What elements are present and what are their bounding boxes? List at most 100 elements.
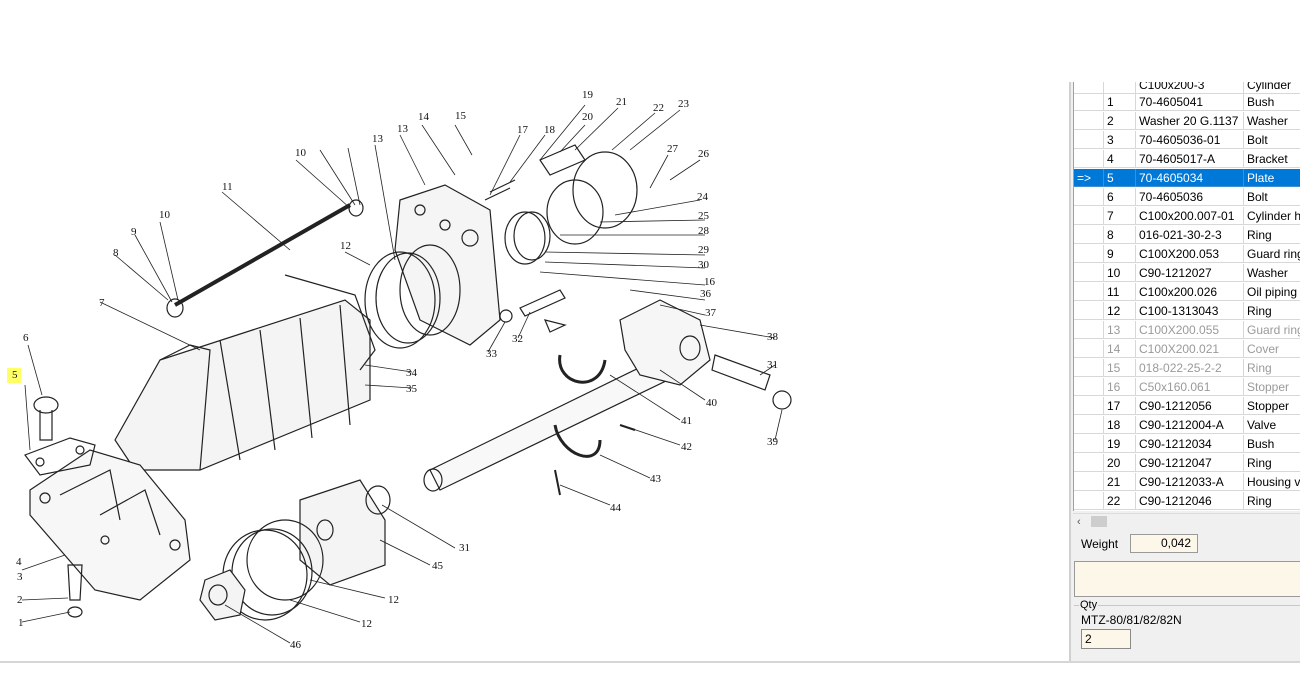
row-number-cell: 12	[1104, 302, 1136, 320]
callout-number[interactable]: 8	[113, 247, 119, 259]
row-code-cell: C90-1212056	[1136, 397, 1244, 415]
row-number-cell: 19	[1104, 435, 1136, 453]
row-marker-cell	[1074, 473, 1104, 491]
callout-number[interactable]: 28	[698, 225, 710, 237]
scroll-thumb[interactable]	[1091, 516, 1107, 527]
callout-number[interactable]: 1	[18, 617, 24, 629]
row-name-cell: Guard ring	[1244, 245, 1300, 263]
callout-number[interactable]: 35	[406, 383, 418, 395]
callout-number[interactable]: 30	[698, 259, 710, 271]
callout-number[interactable]: 4	[16, 556, 22, 568]
row-code-cell: 016-021-30-2-3	[1136, 226, 1244, 244]
callout-number[interactable]: 41	[681, 415, 692, 427]
row-number-cell: 16	[1104, 378, 1136, 396]
callout-number[interactable]: 34	[406, 367, 418, 379]
callout-number[interactable]: 12	[388, 594, 399, 606]
row-name-cell: Ring	[1244, 359, 1300, 377]
row-number-cell: 7	[1104, 207, 1136, 225]
callout-number[interactable]: 11	[222, 181, 233, 193]
callout-number[interactable]: 27	[667, 143, 679, 155]
notes-field[interactable]	[1074, 561, 1300, 597]
row-code-cell: C100x200-3	[1136, 82, 1244, 94]
callout-number[interactable]: 12	[340, 240, 351, 252]
callout-number[interactable]: 25	[698, 210, 710, 222]
callout-number[interactable]: 12	[361, 618, 372, 630]
qty-input[interactable]	[1081, 629, 1131, 649]
callout-number[interactable]: 32	[512, 333, 523, 345]
callout-number[interactable]: 2	[17, 594, 23, 606]
row-code-cell: 70-4605034	[1136, 169, 1244, 187]
callout-number[interactable]: 42	[681, 441, 692, 453]
table-row-partial[interactable]: C100x200-3 Cylinder	[1074, 82, 1300, 95]
row-number-cell: 13	[1104, 321, 1136, 339]
callout-number[interactable]: 3	[17, 571, 23, 583]
callout-number[interactable]: 13	[397, 123, 409, 135]
callout-number[interactable]: 24	[697, 191, 709, 203]
callout-number[interactable]: 43	[650, 473, 662, 485]
callout-number[interactable]: 5	[12, 369, 18, 381]
callout-number[interactable]: 39	[767, 436, 779, 448]
callout-number[interactable]: 21	[616, 96, 627, 108]
row-marker-cell	[1074, 397, 1104, 415]
callout-number[interactable]: 45	[432, 560, 444, 572]
callout-number[interactable]: 37	[705, 307, 717, 319]
callout-number[interactable]: 9	[131, 226, 137, 238]
row-code-cell: C90-1212033-A	[1136, 473, 1244, 491]
callout-number[interactable]: 46	[290, 639, 302, 651]
callout-number[interactable]: 40	[706, 397, 718, 409]
callout-number[interactable]: 18	[544, 124, 556, 136]
row-name-cell: Ring	[1244, 226, 1300, 244]
callout-number[interactable]: 17	[517, 124, 529, 136]
callout-number[interactable]: 14	[418, 111, 430, 123]
scroll-left-icon[interactable]: ‹	[1077, 516, 1081, 528]
callout-number[interactable]: 36	[700, 288, 712, 300]
callout-number[interactable]: 31	[459, 542, 470, 554]
callout-number[interactable]: 16	[704, 276, 716, 288]
callout-number[interactable]: 6	[23, 332, 29, 344]
callout-number[interactable]: 13	[372, 133, 384, 145]
row-name-cell: Housing v	[1244, 473, 1300, 491]
callout-number[interactable]: 33	[486, 348, 498, 360]
row-marker-cell	[1074, 302, 1104, 320]
callout-number[interactable]: 31	[767, 359, 778, 371]
callout-number[interactable]: 7	[99, 297, 105, 309]
callout-number[interactable]: 19	[582, 89, 594, 101]
callout-number[interactable]: 10	[295, 147, 307, 159]
callout-number[interactable]: 44	[610, 502, 622, 514]
callout-number[interactable]: 38	[767, 331, 779, 343]
callout-number[interactable]: 15	[455, 110, 467, 122]
callout-number[interactable]: 22	[653, 102, 664, 114]
callout-number[interactable]: 10	[159, 209, 171, 221]
callout-number[interactable]: 23	[678, 98, 690, 110]
pane-divider[interactable]	[1069, 82, 1071, 662]
callout-number[interactable]: 20	[582, 111, 594, 123]
callout-number[interactable]: 29	[698, 244, 710, 256]
callout-number[interactable]: 26	[698, 148, 710, 160]
horizontal-scrollbar[interactable]: ‹	[1073, 513, 1300, 530]
row-number-cell: 9	[1104, 245, 1136, 263]
exploded-parts-diagram[interactable]: 1234567891010111212121313141516171819202…	[0, 80, 1068, 660]
